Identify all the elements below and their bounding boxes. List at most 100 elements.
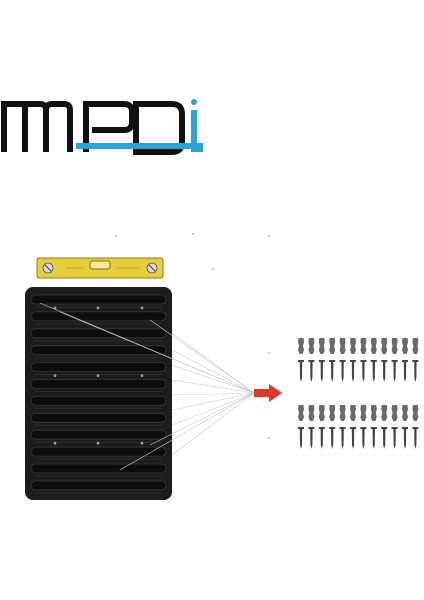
- leader-line: [171, 332, 255, 394]
- wall-anchor: [298, 338, 304, 354]
- screw-shaft: [310, 362, 313, 382]
- screw-shaft: [351, 362, 355, 382]
- wall-anchor: [308, 338, 315, 354]
- screw-shaft: [320, 429, 323, 449]
- screw-head: [318, 360, 325, 362]
- guide-dot: [268, 235, 270, 237]
- screw-shaft: [414, 362, 417, 382]
- wall-anchor: [381, 405, 388, 421]
- screw-shaft: [403, 362, 407, 382]
- guide-dot: [268, 437, 270, 439]
- mount-hole: [53, 306, 57, 310]
- wall-anchor: [412, 405, 419, 421]
- wall-anchor: [318, 405, 325, 421]
- screw-head: [329, 427, 336, 429]
- wall-anchor: [360, 338, 367, 354]
- wall-anchor: [318, 338, 325, 354]
- spirit-level: [36, 257, 164, 279]
- screw-shaft: [372, 429, 375, 449]
- panel-slot: [30, 294, 167, 305]
- panel-slot: [30, 328, 167, 339]
- screw-head: [298, 360, 304, 362]
- guide-dot: [268, 352, 270, 354]
- screw-shaft: [383, 429, 386, 449]
- wall-anchor: [329, 338, 336, 354]
- leader-line: [171, 392, 255, 456]
- screw-head: [308, 360, 315, 362]
- mount-hole: [140, 374, 144, 377]
- screw-shaft: [383, 362, 386, 382]
- screw-head: [391, 360, 398, 362]
- wall-anchor: [360, 405, 367, 421]
- screw-head: [339, 360, 346, 362]
- slotted-wall-panel: [25, 287, 172, 500]
- screw-shaft: [341, 362, 344, 382]
- screw-shaft: [341, 429, 344, 449]
- panel-slot: [30, 396, 167, 406]
- screw-shaft: [362, 429, 365, 449]
- wall-anchor: [370, 338, 377, 354]
- panel-slot: [30, 463, 167, 474]
- red-arrow-icon: [254, 384, 282, 402]
- screw-shaft: [299, 429, 303, 449]
- wall-anchor: [308, 405, 315, 421]
- screw-shaft: [393, 362, 396, 382]
- wall-anchor: [339, 338, 346, 354]
- screw-set-top: [298, 338, 419, 382]
- screw-head: [329, 360, 336, 362]
- screw-shaft: [310, 429, 313, 449]
- leader-line: [171, 392, 255, 396]
- screw-shaft: [331, 429, 334, 449]
- screw-shaft: [299, 362, 303, 382]
- mount-hole: [53, 374, 57, 377]
- guide-dot: [212, 268, 214, 270]
- screw-head: [370, 427, 377, 429]
- panel-slot: [30, 362, 167, 372]
- wall-anchor: [370, 405, 377, 421]
- screw-shaft: [403, 429, 407, 449]
- screw-set-bottom: [298, 405, 419, 449]
- screw-head: [298, 427, 304, 429]
- mount-hole: [96, 374, 100, 377]
- screw-shaft: [331, 362, 334, 382]
- panel-slot: [30, 480, 167, 491]
- screw-head: [412, 427, 419, 429]
- screw-shaft: [362, 362, 365, 382]
- wall-anchor: [391, 405, 398, 421]
- wall-anchor: [298, 405, 304, 421]
- wall-anchor: [402, 338, 408, 354]
- screw-head: [350, 427, 356, 429]
- panel-slot: [30, 345, 167, 356]
- leader-line: [171, 349, 255, 394]
- screw-head: [391, 427, 398, 429]
- wall-anchor: [381, 338, 388, 354]
- screw-head: [318, 427, 325, 429]
- screw-shaft: [414, 429, 417, 449]
- panel-slot: [30, 446, 167, 457]
- screw-head: [350, 360, 356, 362]
- panel-slot: [30, 311, 167, 322]
- panel-slot: [30, 379, 167, 389]
- wall-anchor: [391, 338, 398, 354]
- leader-line: [171, 379, 255, 394]
- screw-head: [370, 360, 377, 362]
- screw-head: [402, 427, 408, 429]
- mount-hole: [96, 441, 100, 445]
- mount-hole: [96, 306, 100, 310]
- screw-head: [402, 360, 408, 362]
- screw-shaft: [320, 362, 323, 382]
- screw-head: [412, 360, 419, 362]
- wall-anchor: [412, 338, 419, 354]
- screw-head: [308, 427, 315, 429]
- wall-anchor: [402, 405, 408, 421]
- wall-anchor: [350, 338, 356, 354]
- screw-shaft: [372, 362, 375, 382]
- screw-shaft: [351, 429, 355, 449]
- wall-anchor: [339, 405, 346, 421]
- mount-hole: [53, 441, 57, 445]
- mount-hole: [140, 306, 144, 310]
- screw-head: [360, 427, 367, 429]
- leader-line: [171, 392, 255, 426]
- screw-shaft: [393, 429, 396, 449]
- wall-anchor: [329, 405, 336, 421]
